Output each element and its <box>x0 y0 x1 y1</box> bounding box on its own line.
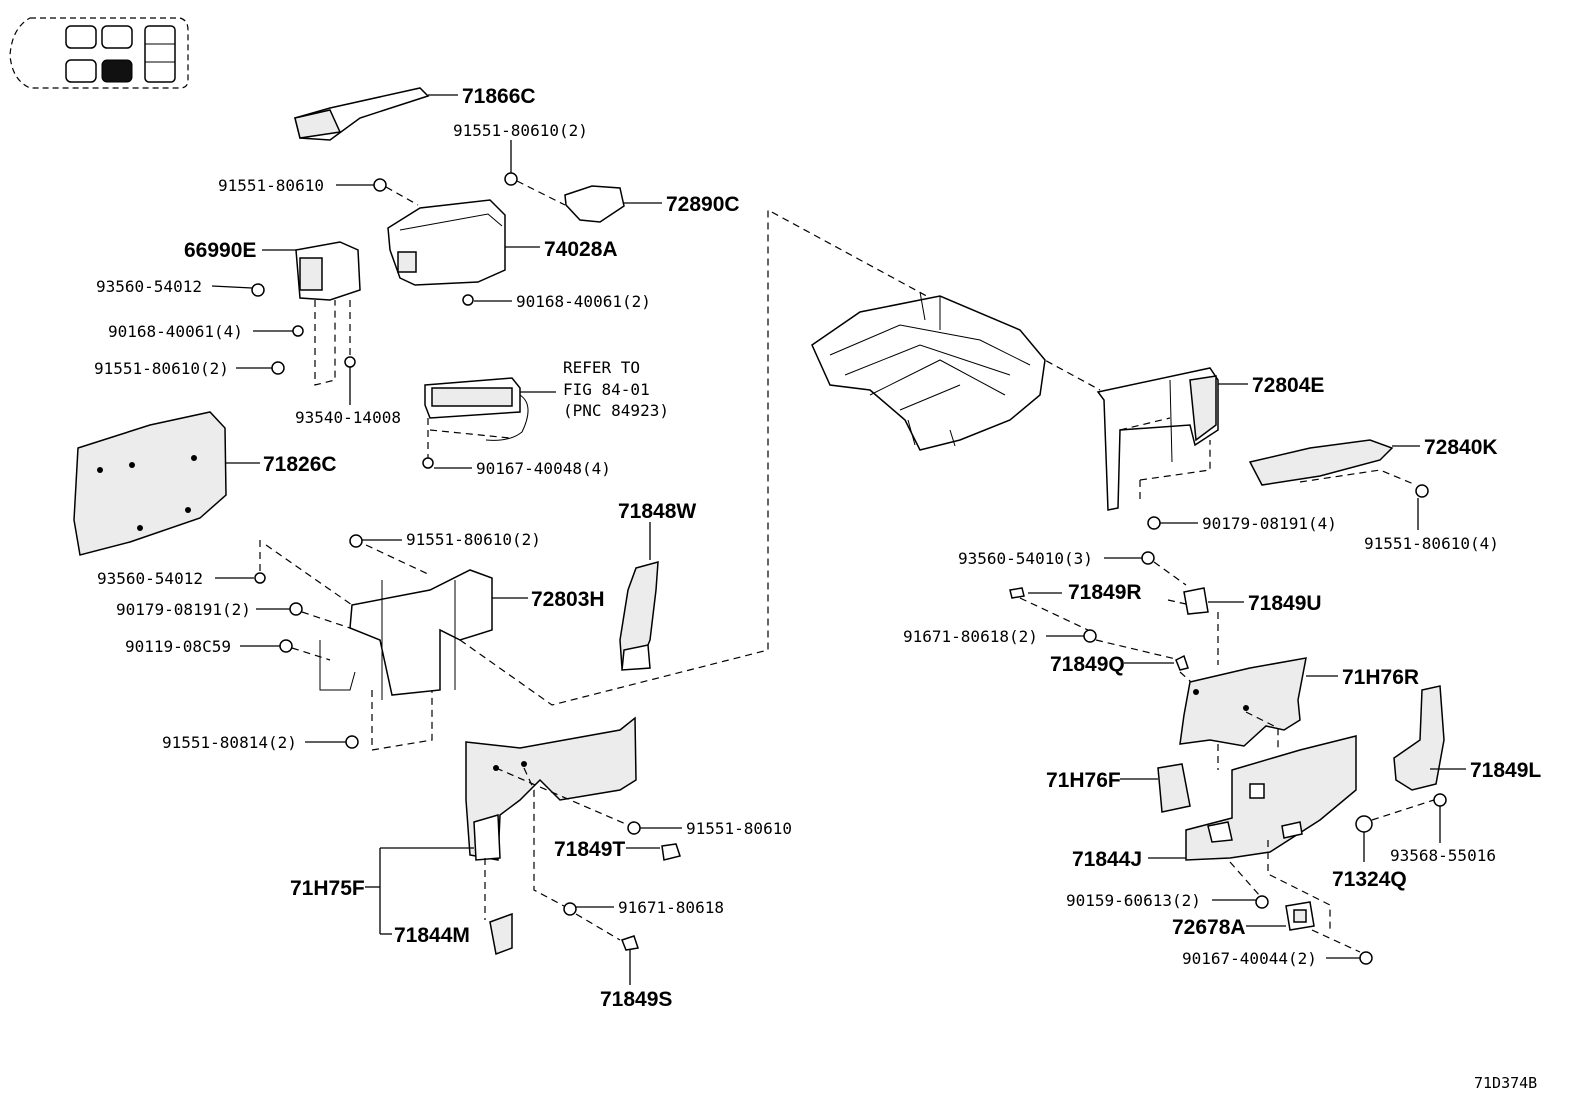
label-group: 71866C 91551-80610(2) 91551-80610 72890C… <box>94 85 1541 1092</box>
part-71866C <box>294 87 458 141</box>
part-71H75F <box>365 716 682 985</box>
label-90168-40061-2: 90168-40061(2) <box>516 292 651 311</box>
label-90167-40044-2: 90167-40044(2) <box>1182 949 1317 968</box>
label-90168-40061-4: 90168-40061(4) <box>108 322 243 341</box>
label-91551-80610-2b: 91551-80610(2) <box>94 359 229 378</box>
label-refer-line2: FIG 84-01 <box>563 380 650 399</box>
label-71H76R: 71H76R <box>1342 666 1419 689</box>
part-72840K <box>1147 439 1429 530</box>
label-91551-80610-4: 91551-80610(4) <box>1364 534 1499 553</box>
vehicle-locator-icon <box>9 17 189 89</box>
part-lower-right-fasteners <box>1212 861 1373 965</box>
label-72678A: 72678A <box>1172 916 1246 939</box>
label-refer-line3: (PNC 84923) <box>563 401 669 420</box>
part-71826C <box>73 411 260 556</box>
label-72803H: 72803H <box>531 588 605 611</box>
part-71H76R <box>1179 657 1338 748</box>
label-93560-54010-3: 93560-54010(3) <box>958 549 1093 568</box>
part-71H76F <box>1120 763 1191 813</box>
label-90179-08191-4: 90179-08191(4) <box>1202 514 1337 533</box>
label-90179-08191-2: 90179-08191(2) <box>116 600 251 619</box>
label-90167-40048-4: 90167-40048(4) <box>476 459 611 478</box>
label-91551-80610-2c: 91551-80610(2) <box>406 530 541 549</box>
label-93540-14008: 93540-14008 <box>295 408 401 427</box>
label-71849R: 71849R <box>1068 581 1142 604</box>
label-71849L: 71849L <box>1470 759 1541 782</box>
label-91551-80610-a: 91551-80610 <box>218 176 324 195</box>
label-66990E: 66990E <box>184 239 256 262</box>
label-74028A: 74028A <box>544 238 618 261</box>
part-74028A <box>336 178 540 306</box>
label-91551-80610-b: 91551-80610 <box>686 819 792 838</box>
label-72804E: 72804E <box>1252 374 1324 397</box>
label-71844M: 71844M <box>394 924 470 947</box>
label-71848W: 71848W <box>618 500 696 523</box>
label-93560-54012a: 93560-54012 <box>96 277 202 296</box>
part-72803H <box>215 534 528 751</box>
part-72804E <box>1096 367 1248 511</box>
label-93560-54012b: 93560-54012 <box>97 569 203 588</box>
label-91671-80618-2: 91671-80618(2) <box>903 627 1038 646</box>
label-71324Q: 71324Q <box>1332 868 1407 891</box>
label-71826C: 71826C <box>263 453 337 476</box>
part-71324Q <box>1355 793 1447 862</box>
part-71844J <box>1148 735 1357 930</box>
label-91551-80610-2a: 91551-80610(2) <box>453 121 588 140</box>
label-71866C: 71866C <box>462 85 536 108</box>
label-71H75F: 71H75F <box>290 877 365 900</box>
part-66990E <box>211 241 361 405</box>
part-71849L <box>1393 685 1466 791</box>
part-72890C <box>504 140 662 223</box>
label-71H76F: 71H76F <box>1046 769 1121 792</box>
diagram-code: 71D374B <box>1474 1074 1537 1092</box>
label-72840K: 72840K <box>1424 436 1498 459</box>
part-seat-frame <box>811 291 1046 451</box>
label-91671-80618-a: 91671-80618 <box>618 898 724 917</box>
label-refer-line1: REFER TO <box>563 358 640 377</box>
label-91551-80814-2: 91551-80814(2) <box>162 733 297 752</box>
label-71849T: 71849T <box>554 838 625 861</box>
label-71849U: 71849U <box>1248 592 1322 615</box>
part-71849-group <box>1009 551 1244 691</box>
label-71844J: 71844J <box>1072 848 1142 871</box>
label-72890C: 72890C <box>666 193 740 216</box>
label-71849Q: 71849Q <box>1050 653 1125 676</box>
label-71849S: 71849S <box>600 988 672 1011</box>
part-switch-assembly <box>422 377 556 469</box>
label-90119-08C59: 90119-08C59 <box>125 637 231 656</box>
label-90159-60613-2: 90159-60613(2) <box>1066 891 1201 910</box>
part-71848W <box>619 522 659 671</box>
dashed-zone-center <box>459 208 1101 706</box>
label-93568-55016: 93568-55016 <box>1390 846 1496 865</box>
